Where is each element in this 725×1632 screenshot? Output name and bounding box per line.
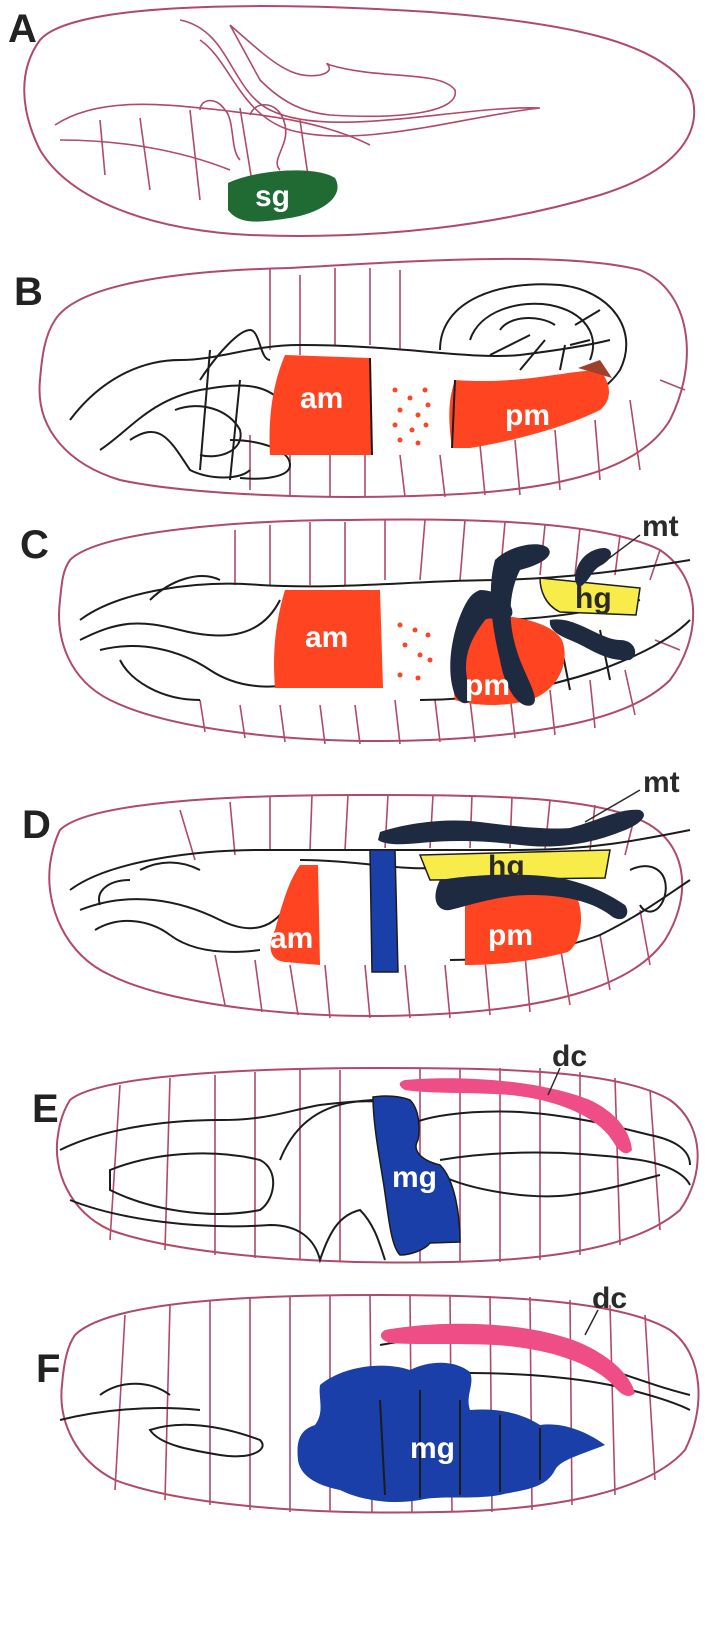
panel-b xyxy=(40,259,687,497)
label-mg: mg xyxy=(392,1161,437,1194)
panel-c xyxy=(59,519,693,744)
midgut-constriction xyxy=(370,850,398,972)
panel-letter-d: D xyxy=(22,803,51,847)
label-pm: pm xyxy=(488,919,533,952)
panel-d xyxy=(49,790,690,1018)
label-mt: mt xyxy=(643,766,680,799)
label-sg: sg xyxy=(255,180,290,213)
label-hg: hg xyxy=(575,582,612,615)
label-am: am xyxy=(270,922,313,955)
panel-e xyxy=(57,1068,698,1263)
label-dc: dc xyxy=(552,1040,587,1073)
label-mt: mt xyxy=(642,510,679,543)
panel-letter-f: F xyxy=(36,1347,60,1391)
label-pm: pm xyxy=(505,399,550,432)
panel-letter-e: E xyxy=(32,1087,59,1131)
panel-letter-b: B xyxy=(14,270,43,314)
label-am: am xyxy=(305,621,348,654)
label-pm: pm xyxy=(465,669,510,702)
panel-f xyxy=(60,1295,699,1513)
label-am: am xyxy=(300,382,343,415)
label-hg: hg xyxy=(488,850,525,883)
panel-a xyxy=(24,6,694,236)
panel-letter-a: A xyxy=(8,7,37,51)
label-dc: dc xyxy=(592,1282,627,1315)
label-mg: mg xyxy=(410,1432,455,1465)
panel-letter-c: C xyxy=(20,523,49,567)
